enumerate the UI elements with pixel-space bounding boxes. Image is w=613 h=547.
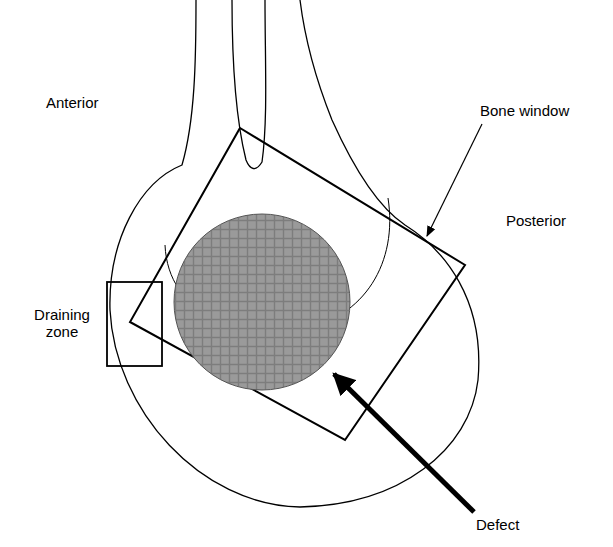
defect-circle	[174, 214, 350, 390]
bone-window	[130, 128, 465, 440]
part-label: Bone window	[480, 102, 569, 119]
leader-arrow	[427, 124, 482, 236]
bone-outline	[110, 0, 479, 507]
shaft-line	[232, 0, 266, 169]
leader-arrow	[334, 374, 474, 512]
part-label: Defect	[476, 516, 519, 533]
anatomical-direction: Posterior	[506, 212, 566, 229]
region-label: Draining zone	[22, 306, 102, 341]
anatomical-direction: Anterior	[46, 94, 99, 111]
draining-zone-box	[107, 282, 162, 366]
